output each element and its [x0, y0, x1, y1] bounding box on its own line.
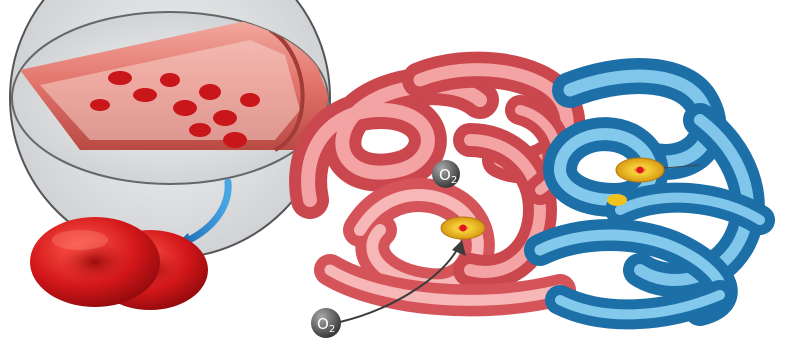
heme-group-partial — [607, 194, 627, 206]
oxygen-molecule-bottom: O2 — [311, 308, 341, 338]
heme-group-right — [616, 158, 664, 182]
oxygen-molecule-top: O2 — [432, 160, 460, 188]
heme-group-left — [441, 217, 485, 239]
lens-clipped — [12, 12, 330, 184]
